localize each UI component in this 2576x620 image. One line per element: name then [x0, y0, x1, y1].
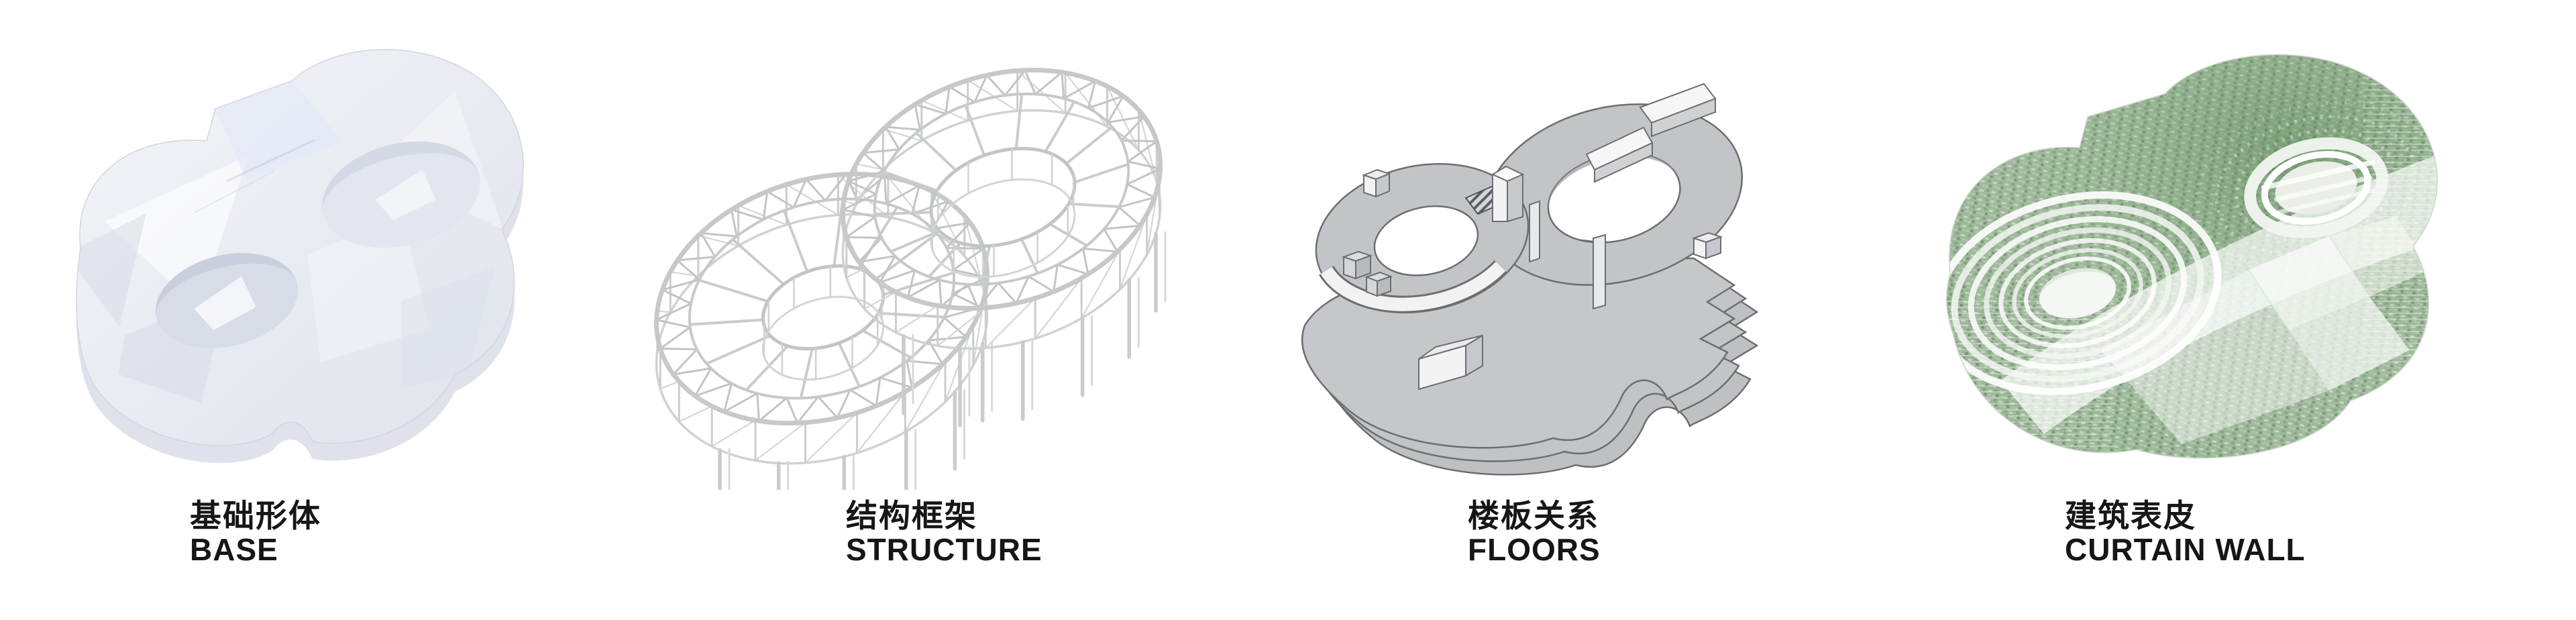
base-massing-svg	[76, 49, 524, 464]
caption-curtain-wall-zh: 建筑表皮	[2065, 498, 2196, 533]
floors-box-b	[1691, 231, 1723, 260]
curtain-wall-render	[1900, 15, 2507, 471]
caption-curtain-wall: 建筑表皮 CURTAIN WALL	[2065, 498, 2306, 566]
caption-floors: 楼板关系 FLOORS	[1468, 498, 1601, 566]
truss-wireframe	[654, 68, 1167, 490]
floors-box-c	[1341, 250, 1393, 297]
caption-floors-zh: 楼板关系	[1468, 498, 1599, 533]
caption-floors-en: FLOORS	[1468, 532, 1601, 567]
caption-base-zh: 基础形体	[190, 498, 321, 533]
curtain-wall-svg	[1945, 54, 2438, 459]
floors-box-a	[1418, 334, 1483, 391]
caption-structure: 结构框架 STRUCTURE	[846, 498, 1042, 566]
floors-right-ring	[1483, 103, 1743, 286]
caption-structure-zh: 结构框架	[846, 498, 977, 533]
structure-truss-svg	[654, 68, 1167, 490]
caption-base-en: BASE	[190, 532, 278, 567]
base-massing-render	[25, 12, 537, 476]
caption-structure-en: STRUCTURE	[846, 532, 1042, 567]
floors-slab-render	[1265, 37, 1811, 480]
caption-base: 基础形体 BASE	[190, 498, 321, 566]
caption-curtain-wall-en: CURTAIN WALL	[2065, 532, 2306, 567]
floors-slab-svg	[1301, 83, 1758, 476]
base-right-courtyard	[322, 141, 480, 248]
base-left-courtyard	[155, 253, 299, 348]
floors-box-d	[1362, 168, 1391, 198]
floors-ramp	[1585, 83, 1717, 183]
floors-box-portal	[1491, 165, 1525, 223]
structure-truss-render	[614, 20, 1187, 490]
